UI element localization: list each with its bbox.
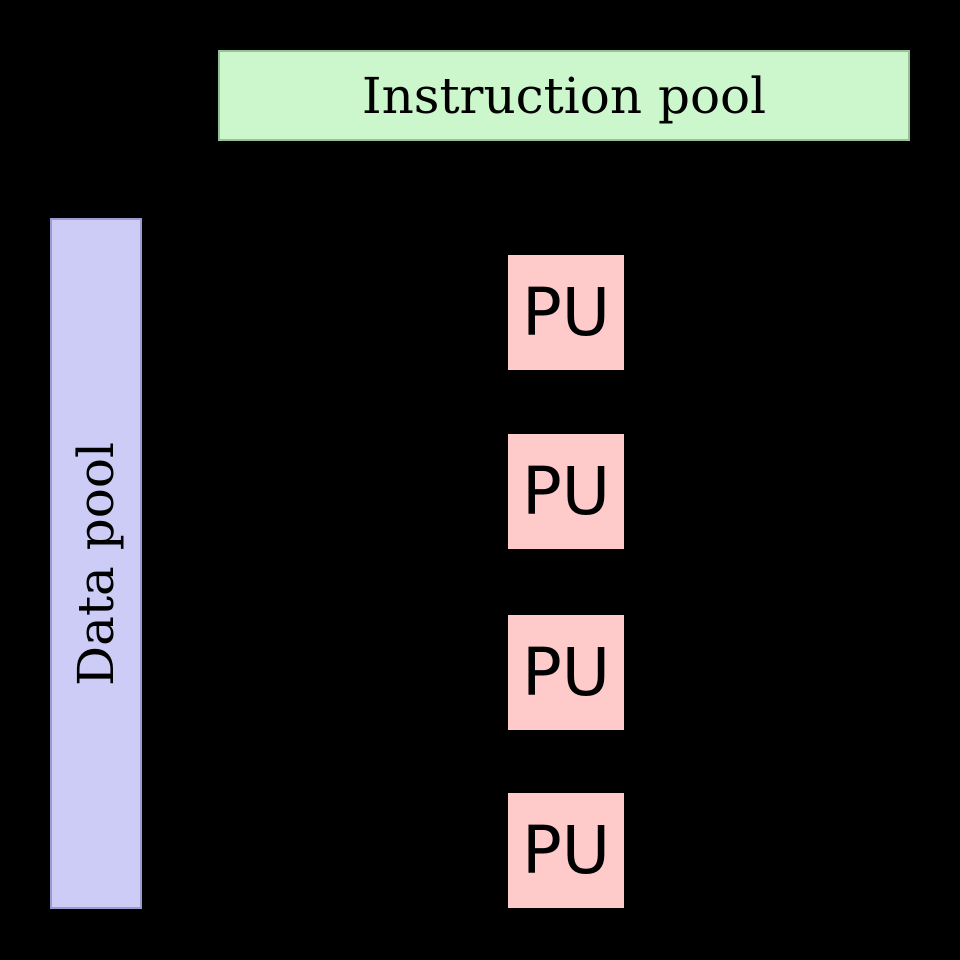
processing-unit-box: PU [508,793,624,908]
instruction-pool-bar: Instruction pool [218,50,910,141]
data-pool-bar: Data pool [50,218,142,909]
processing-unit-label: PU [521,812,611,889]
processing-unit-box: PU [508,615,624,730]
processing-unit-label: PU [521,274,611,351]
processing-unit-label: PU [521,453,611,530]
instruction-pool-label: Instruction pool [361,66,767,125]
data-pool-label: Data pool [67,441,125,686]
processing-unit-box: PU [508,434,624,549]
processing-unit-box: PU [508,255,624,370]
processing-unit-label: PU [521,634,611,711]
